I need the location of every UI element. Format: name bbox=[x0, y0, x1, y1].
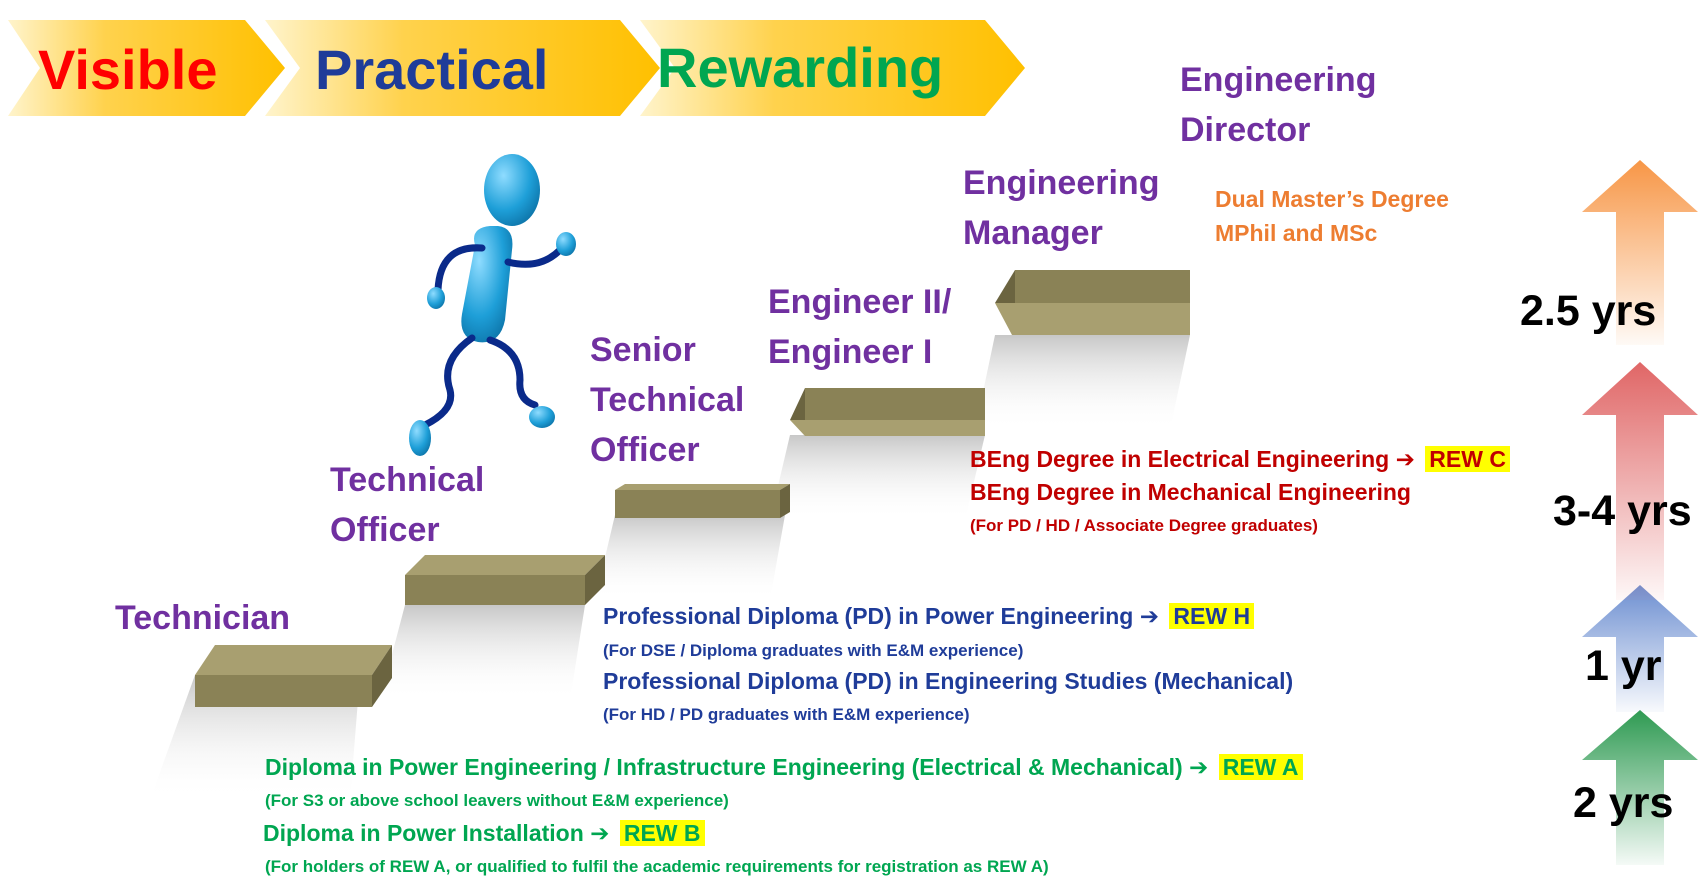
qual-pd-mechanical: Professional Diploma (PD) in Engineering… bbox=[603, 668, 1294, 694]
role-engineering-manager: Engineering Manager bbox=[963, 158, 1159, 258]
qual-diploma-installation-note: (For holders of REW A, or qualified to f… bbox=[265, 857, 1049, 876]
badge-rew-a: REW A bbox=[1218, 754, 1303, 780]
role-technician: Technician bbox=[115, 599, 291, 637]
duration-arrow-blue bbox=[1582, 585, 1698, 712]
qual-diploma-power-infra-note: (For S3 or above school leavers without … bbox=[265, 791, 729, 810]
banner-label-visible: Visible bbox=[38, 38, 218, 101]
duration-arrows bbox=[1582, 160, 1698, 865]
duration-arrow-green bbox=[1582, 710, 1698, 865]
qual-beng-mechanical: BEng Degree in Mechanical Engineering bbox=[970, 479, 1411, 505]
duration-label-1-yr: 1 yr bbox=[1585, 642, 1662, 690]
qual-beng-electrical-text: BEng Degree in Electrical Engineering bbox=[970, 446, 1390, 472]
duration-label-3-4-yrs: 3-4 yrs bbox=[1553, 487, 1692, 535]
banner-label-rewarding: Rewarding bbox=[657, 36, 944, 99]
banner-chevron-1 bbox=[8, 20, 285, 116]
arrow-right-icon: ➔ bbox=[1189, 755, 1209, 781]
role-senior-technical-officer-line-2: Technical bbox=[590, 381, 745, 419]
role-engineering-director: Engineering Director bbox=[1180, 55, 1376, 155]
step-2 bbox=[405, 555, 605, 605]
banner-chevron-2 bbox=[265, 20, 660, 116]
arrow-right-icon: ➔ bbox=[590, 821, 610, 847]
role-technical-officer: Technical Officer bbox=[330, 455, 484, 555]
banner-chevron-3 bbox=[640, 20, 1025, 116]
arrow-right-icon: ➔ bbox=[1395, 447, 1415, 473]
qual-masters-line-2: MPhil and MSc bbox=[1215, 220, 1378, 246]
badge-rew-c: REW C bbox=[1425, 446, 1510, 472]
duration-arrow-orange bbox=[1582, 160, 1698, 345]
role-technical-officer-line-2: Officer bbox=[330, 511, 440, 549]
qual-beng-electrical: BEng Degree in Electrical Engineering ➔ … bbox=[970, 446, 1510, 473]
duration-label-2-5-yrs: 2.5 yrs bbox=[1520, 287, 1657, 335]
step-4 bbox=[790, 388, 985, 436]
qual-beng-note: (For PD / HD / Associate Degree graduate… bbox=[970, 516, 1318, 535]
arrow-right-icon: ➔ bbox=[1139, 604, 1160, 630]
qual-pd-power: Professional Diploma (PD) in Power Engin… bbox=[603, 603, 1255, 630]
role-engineer-line-2: Engineer I bbox=[768, 333, 933, 371]
qual-diploma-installation-text: Diploma in Power Installation bbox=[263, 820, 584, 846]
role-engineer-line-1: Engineer II/ bbox=[768, 283, 952, 321]
role-technical-officer-line-1: Technical bbox=[330, 461, 485, 499]
qual-pd-power-note: (For DSE / Diploma graduates with E&M ex… bbox=[603, 641, 1024, 660]
role-engineering-director-line-2: Director bbox=[1180, 111, 1311, 149]
role-senior-technical-officer-line-3: Officer bbox=[590, 431, 700, 469]
running-figure-icon bbox=[409, 154, 576, 456]
badge-rew-h: REW H bbox=[1169, 603, 1255, 629]
role-engineering-director-line-1: Engineering bbox=[1180, 61, 1377, 99]
duration-arrow-red bbox=[1582, 362, 1698, 600]
role-engineer: Engineer II/ Engineer I bbox=[768, 277, 951, 377]
role-senior-technical-officer-line-1: Senior bbox=[590, 331, 696, 369]
duration-label-2-yrs: 2 yrs bbox=[1573, 779, 1674, 827]
step-5 bbox=[995, 270, 1190, 335]
role-senior-technical-officer: Senior Technical Officer bbox=[590, 325, 744, 475]
qual-diploma-installation: Diploma in Power Installation ➔ REW B bbox=[263, 820, 705, 847]
banner-label-practical: Practical bbox=[315, 38, 549, 101]
banner-chevrons bbox=[8, 20, 1025, 116]
qual-pd-mechanical-note: (For HD / PD graduates with E&M experien… bbox=[603, 705, 970, 724]
qual-pd-power-text: Professional Diploma (PD) in Power Engin… bbox=[603, 603, 1134, 629]
qual-diploma-power-infra-text: Diploma in Power Engineering / Infrastru… bbox=[265, 754, 1183, 780]
qual-diploma-power-infra: Diploma in Power Engineering / Infrastru… bbox=[265, 754, 1303, 781]
badge-rew-b: REW B bbox=[619, 820, 705, 846]
role-engineering-manager-line-1: Engineering bbox=[963, 164, 1160, 202]
qual-masters-line-1: Dual Master’s Degree bbox=[1215, 186, 1449, 212]
step-1 bbox=[195, 645, 392, 707]
step-3 bbox=[615, 484, 790, 518]
role-engineering-manager-line-2: Manager bbox=[963, 214, 1103, 252]
